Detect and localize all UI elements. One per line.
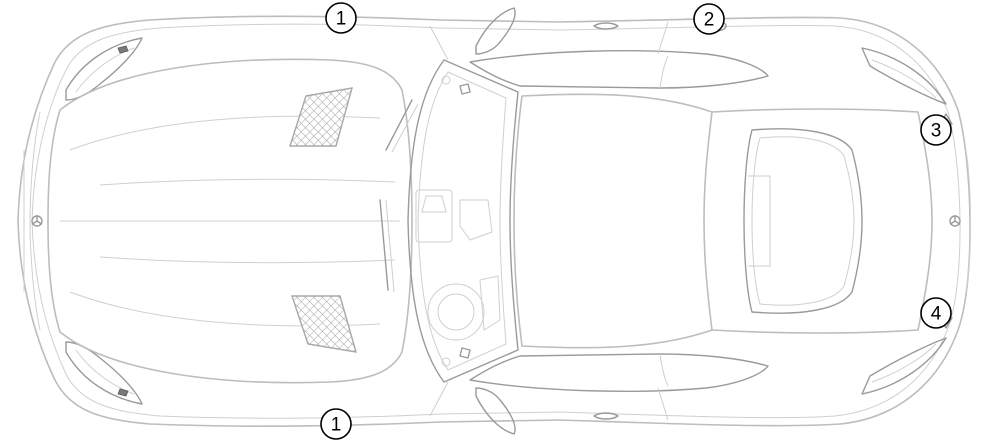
taillight-left (861, 47, 947, 105)
rear-deck (711, 108, 933, 334)
rear-window (743, 128, 863, 314)
taillight-right (861, 337, 947, 395)
callout-1-top: 1 (325, 2, 357, 34)
car-body-outline (17, 15, 971, 427)
windshield (407, 59, 519, 383)
wiper-left (385, 99, 413, 151)
side-window-left (469, 50, 769, 89)
side-window-right (469, 353, 769, 392)
rear-star-emblem (949, 215, 961, 227)
svg-text:2: 2 (704, 10, 715, 31)
hood-vent-right (291, 295, 357, 353)
door-handle-left (593, 22, 619, 30)
callout-3: 3 (920, 114, 952, 146)
svg-text:4: 4 (931, 304, 942, 325)
door-handle-right (593, 412, 619, 420)
callout-4: 4 (920, 297, 952, 329)
svg-text:3: 3 (931, 121, 942, 142)
mirror-right (475, 387, 516, 435)
hood (47, 58, 413, 384)
front-star-emblem (31, 215, 43, 227)
hood-vent-left (289, 87, 353, 147)
svg-text:1: 1 (336, 9, 347, 30)
engine-bay (415, 75, 501, 367)
roof (513, 93, 713, 349)
wiper-right (379, 199, 389, 291)
mirror-left (475, 7, 516, 55)
svg-text:1: 1 (331, 415, 342, 436)
callout-1-bottom: 1 (320, 408, 352, 440)
callout-2: 2 (693, 3, 725, 35)
